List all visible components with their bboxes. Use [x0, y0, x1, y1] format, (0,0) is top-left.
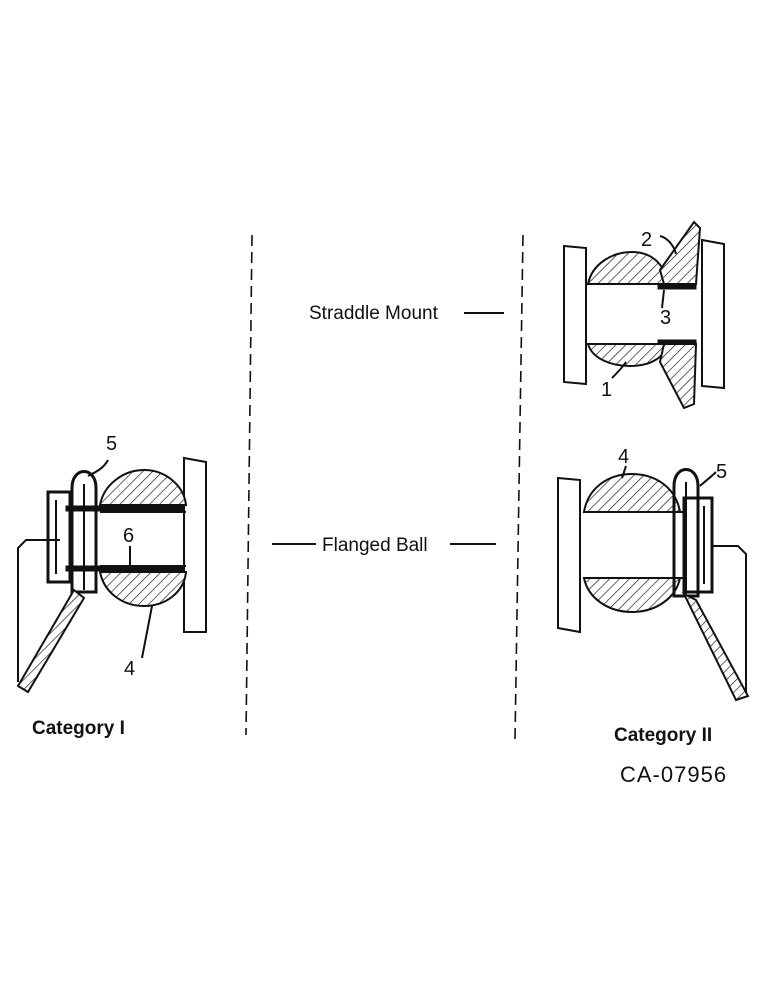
- category-2-assembly: [557, 465, 750, 702]
- left-divider: [245, 234, 253, 736]
- cat2-hitch-arm: [712, 545, 747, 692]
- cat2-ball-top: [582, 472, 682, 513]
- callout-straddle-ball: 1: [601, 379, 612, 401]
- right-divider: [514, 234, 524, 741]
- straddle-ball-top: [586, 250, 670, 285]
- cat1-hitch-arm: [17, 539, 60, 682]
- cat1-frame-plate: [183, 456, 207, 633]
- cat1-flange: [46, 490, 72, 584]
- drawing-code: CA-07956: [620, 762, 727, 787]
- category-1-caption: Category I: [32, 718, 125, 739]
- category-1-assembly: [16, 456, 207, 694]
- flanged-ball-label: Flanged Ball: [322, 535, 428, 556]
- straddle-ball-bottom: [586, 343, 670, 368]
- straddle-right-plate: [701, 238, 725, 390]
- straddle-mount-assembly: [563, 220, 725, 410]
- callout-cat1-pin: 5: [106, 433, 117, 455]
- cat1-sleeve: [65, 505, 185, 512]
- cat2-arm-hatched: [681, 591, 750, 702]
- callout-cat2-ball: 4: [618, 446, 629, 468]
- callout-cat1-ball: 4: [124, 658, 135, 680]
- straddle-left-plate: [563, 244, 587, 386]
- cat2-flange: [682, 496, 714, 594]
- category-2-caption: Category II: [614, 725, 712, 746]
- straddle-sleeve: [657, 284, 697, 290]
- cat2-linch-pin: [672, 468, 700, 598]
- cat2-ball-bottom: [582, 577, 682, 614]
- cat1-linch-pin: [70, 470, 98, 594]
- cat1-arm-hatched: [16, 588, 86, 694]
- callout-cat2-pin: 5: [716, 461, 727, 483]
- callout-cat1-sleeve: 6: [123, 525, 134, 547]
- cat1-ball-bottom: [98, 571, 188, 608]
- callout-straddle-sleeve: 3: [660, 307, 671, 329]
- callout-straddle-cone: 2: [641, 229, 652, 251]
- straddle-mount-label: Straddle Mount: [309, 303, 439, 324]
- straddle-cone-top: [658, 220, 702, 285]
- straddle-cone-bottom: [658, 343, 698, 410]
- cat2-frame-plate: [557, 476, 581, 634]
- cat1-ball-top: [98, 468, 188, 506]
